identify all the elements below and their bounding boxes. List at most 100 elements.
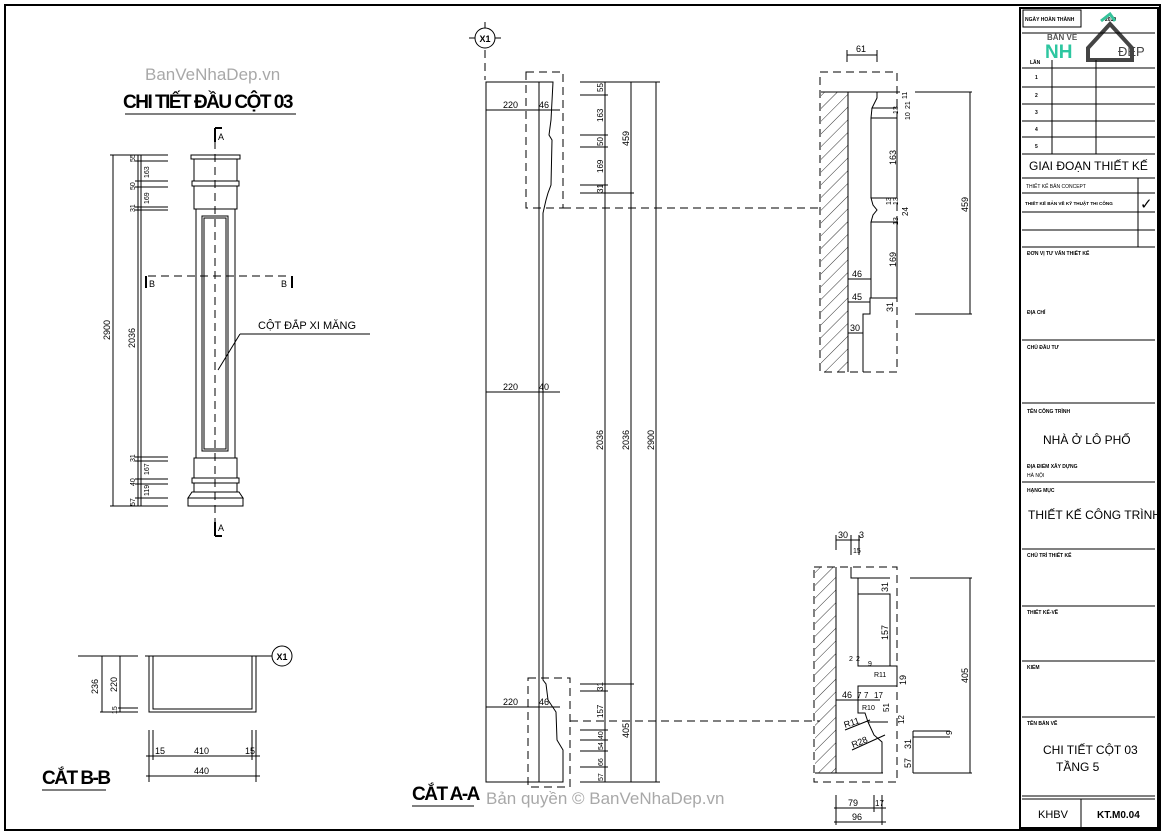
- dim-label: 220: [503, 697, 518, 707]
- section-aa: X1 220 46 220 40 220 46 55 163 50: [412, 22, 820, 808]
- dim-label: R10: [862, 705, 875, 712]
- dim-label: 15: [155, 746, 165, 756]
- phase-title: GIAI ĐOẠN THIẾT KẾ: [1029, 158, 1148, 173]
- phase-concept: THIẾT KẾ BẢN CONCEPT: [1026, 183, 1086, 190]
- dim-label: 7: [864, 691, 869, 700]
- dim-label: 15: [245, 746, 255, 756]
- dim-label: 11: [902, 92, 909, 99]
- dim-label: 410: [194, 746, 209, 756]
- dim-label: 46: [852, 269, 862, 279]
- item-label: HẠNG MỤC: [1027, 488, 1055, 494]
- project-label: TÊN CÔNG TRÌNH: [1027, 407, 1070, 415]
- dim-label: 40: [539, 382, 549, 392]
- dim-label: 46: [539, 697, 549, 707]
- dim-label: 19: [898, 675, 908, 685]
- dim-label: 51: [882, 703, 891, 712]
- revision-label: LẦN: [1030, 59, 1041, 66]
- dim-label: 46: [842, 690, 852, 700]
- dim-label: 459: [621, 131, 631, 146]
- capital-profile: [862, 92, 898, 372]
- dim-label: 2036: [595, 430, 605, 450]
- dim-label: 57: [130, 498, 137, 506]
- dim-label: R11: [843, 715, 861, 729]
- dim-label: 10: [905, 112, 912, 120]
- dim-label: 15: [112, 706, 119, 714]
- dim-label: 46: [539, 100, 549, 110]
- dim-label: 17: [874, 691, 883, 700]
- completion-year: 2019: [1105, 17, 1116, 23]
- dim-label: 9: [868, 661, 872, 668]
- address-label: ĐỊA CHỈ: [1027, 309, 1046, 316]
- dim-label: 169: [144, 192, 151, 204]
- dim-label: 157: [596, 704, 605, 718]
- dim-label: 236: [90, 679, 100, 694]
- dim-label: 31: [130, 454, 137, 462]
- section-a-bottom-label: A: [218, 523, 224, 533]
- dim-label: 7: [857, 691, 862, 700]
- revision-row-number: 5: [1035, 144, 1038, 150]
- chief-designer-label: CHỦ TRÌ THIẾT KẾ: [1027, 551, 1072, 559]
- dim-label: 17: [875, 799, 884, 808]
- dim-label: 31: [880, 582, 890, 592]
- section-a-top-label: A: [218, 132, 224, 142]
- section-b-right-label: B: [281, 279, 287, 289]
- base-profile: [850, 567, 898, 773]
- dim-label: 21: [905, 101, 912, 109]
- dim-label: R28: [850, 734, 869, 749]
- dim-label: 55: [596, 83, 605, 92]
- dim-label: 30: [850, 323, 860, 333]
- section-aa-title: CẮT A-A: [412, 783, 481, 805]
- dim-label: 57: [598, 773, 605, 781]
- column-profile: [539, 81, 564, 783]
- section-bb-title: CẮT B-B: [42, 767, 110, 789]
- revision-row-number: 2: [1035, 93, 1038, 99]
- dim-label: 2900: [646, 430, 656, 450]
- investor-label: CHỦ ĐẦU TƯ: [1027, 344, 1059, 351]
- dim-label: 24: [901, 207, 910, 216]
- project-name: NHÀ Ở LÔ PHỐ: [1043, 432, 1131, 447]
- dim-label: 13: [886, 197, 893, 205]
- watermark-top: BanVeNhaDep.vn: [145, 65, 280, 84]
- dim-label: 61: [856, 44, 866, 54]
- title-block: NGÀY HOÀN THÀNH 2019 BẢN VẼ NH ĐẸP LẦN 1…: [1019, 7, 1161, 829]
- dim-label: 15: [853, 548, 861, 555]
- dim-label: 50: [130, 182, 137, 190]
- dim-label: 30: [838, 530, 848, 540]
- drawing-name-line2: TẦNG 5: [1056, 759, 1100, 774]
- dim-label: 40: [130, 478, 137, 486]
- dim-label: 2036: [621, 430, 631, 450]
- dim-label: 66: [598, 758, 605, 766]
- column-elevation: CHI TIẾT ĐẦU CỘT 03 BanVeNhaDep.vn A A B: [102, 65, 370, 537]
- dim-label: 57: [903, 758, 913, 768]
- dim-label: 167: [144, 463, 151, 475]
- completion-label: NGÀY HOÀN THÀNH: [1025, 16, 1075, 23]
- consultant-label: ĐƠN VỊ TƯ VẤN THIẾT KẾ: [1027, 250, 1090, 257]
- dim-label: 163: [144, 166, 151, 178]
- dim-label: 220: [503, 100, 518, 110]
- location-value: HÀ NỘI: [1027, 472, 1044, 479]
- drawing-name-line1: CHI TIẾT CỘT 03: [1043, 742, 1138, 757]
- sheet-border: [4, 4, 1161, 831]
- dim-label: 405: [960, 668, 970, 683]
- dim-label: 54: [598, 742, 605, 750]
- dim-label: 3: [859, 530, 864, 540]
- section-bb: X1 236 220 15 15 410 15 440 CẮT B-B: [42, 645, 293, 791]
- dim-label: 157: [880, 625, 890, 640]
- section-b-left-label: B: [149, 279, 155, 289]
- revision-row-number: 4: [1035, 127, 1038, 133]
- checker-label: KIỂM: [1027, 664, 1040, 671]
- dim-label: 96: [852, 812, 862, 822]
- dim-label: 2: [849, 656, 853, 663]
- detail-base: 30 3 15 31 157 2 2 9 R11 19 46 7 7 17 R1…: [813, 530, 972, 825]
- material-note: CỘT ĐẮP XI MĂNG: [258, 319, 356, 332]
- dim-label: 220: [503, 382, 518, 392]
- dim-shaft: 2036: [127, 328, 137, 348]
- logo: BẢN VẼ NH ĐẸP: [1045, 11, 1145, 63]
- logo-end-text: ĐẸP: [1118, 44, 1145, 59]
- revision-row-number: 3: [1035, 110, 1038, 116]
- dim-total: 2900: [102, 320, 112, 340]
- phase-construction: THIẾT KẾ BẢN VẼ KỸ THUẬT THI CÔNG: [1025, 199, 1113, 206]
- axis-marker: [271, 645, 293, 667]
- dim-label: 31: [596, 682, 605, 691]
